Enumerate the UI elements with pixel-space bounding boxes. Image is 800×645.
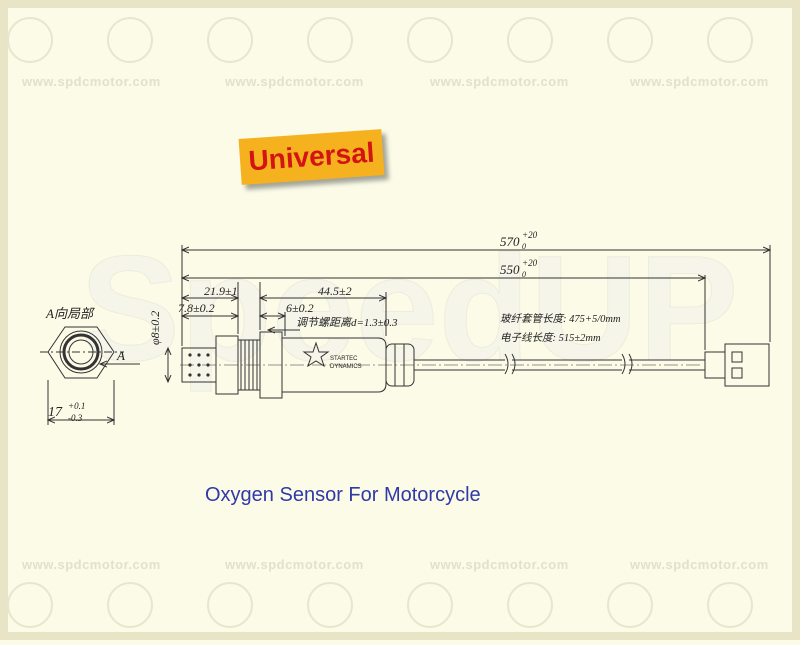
wire-connector xyxy=(724,343,770,387)
product-caption: Oxygen Sensor For Motorcycle xyxy=(205,484,481,506)
watermark-url: www.spdcmotor.com xyxy=(630,74,769,89)
hex-tol-lower: -0.3 xyxy=(68,413,83,423)
hex-end-view xyxy=(47,326,115,379)
watermark-wheels-top xyxy=(7,17,753,63)
watermark-url: www.spdcmotor.com xyxy=(430,557,569,572)
watermark-url: www.spdcmotor.com xyxy=(630,557,769,572)
view-label: A向局部 xyxy=(45,306,95,321)
hex-width-label: 17 xyxy=(48,405,63,420)
watermark-band-top: www.spdcmotor.com www.spdcmotor.com www.… xyxy=(0,0,800,95)
diameter-label: φ8±0.2 xyxy=(148,311,162,345)
overall-tol-2-upper: +20 xyxy=(522,258,538,268)
watermark-url: www.spdcmotor.com xyxy=(22,74,161,89)
connector-neck xyxy=(704,351,726,379)
watermark-band-bottom: www.spdcmotor.com www.spdcmotor.com www.… xyxy=(0,545,800,640)
sheath-length-note: 玻纤套管长度: 475+5/0mm xyxy=(500,313,621,325)
overall-tol-upper: +20 xyxy=(522,230,538,240)
sensor-main-body xyxy=(281,337,387,393)
dim-44-5-label: 44.5±2 xyxy=(318,284,352,298)
brand-star-icon xyxy=(302,341,330,368)
dim-adjust-label: 调节螺距离d=1.3±0.3 xyxy=(296,316,398,329)
overall-length-label: 570 xyxy=(500,234,520,249)
probe-holes xyxy=(188,353,210,377)
overall-tol-2-lower: 0 xyxy=(522,270,526,279)
hex-tol-upper: +0.1 xyxy=(68,401,85,411)
watermark-url: www.spdcmotor.com xyxy=(225,74,364,89)
watermark-wheels-bottom xyxy=(7,582,753,628)
watermark-url: www.spdcmotor.com xyxy=(22,557,161,572)
watermark-url: www.spdcmotor.com xyxy=(430,74,569,89)
brand-line-2: DYNAMICS xyxy=(330,364,362,370)
dim-21-9-label: 21.9±1 xyxy=(204,284,238,298)
brand-line-1: STARTEC xyxy=(330,356,358,362)
overall-length-2-label: 550 xyxy=(500,262,520,277)
overall-tol-lower: 0 xyxy=(522,242,526,251)
dim-6-label: 6±0.2 xyxy=(286,301,314,315)
watermark-url: www.spdcmotor.com xyxy=(225,557,364,572)
view-arrow-label: A xyxy=(116,348,125,363)
wire-length-note: 电子线长度: 515±2mm xyxy=(500,332,601,344)
dim-7-8-label: 7.8±0.2 xyxy=(178,301,215,315)
